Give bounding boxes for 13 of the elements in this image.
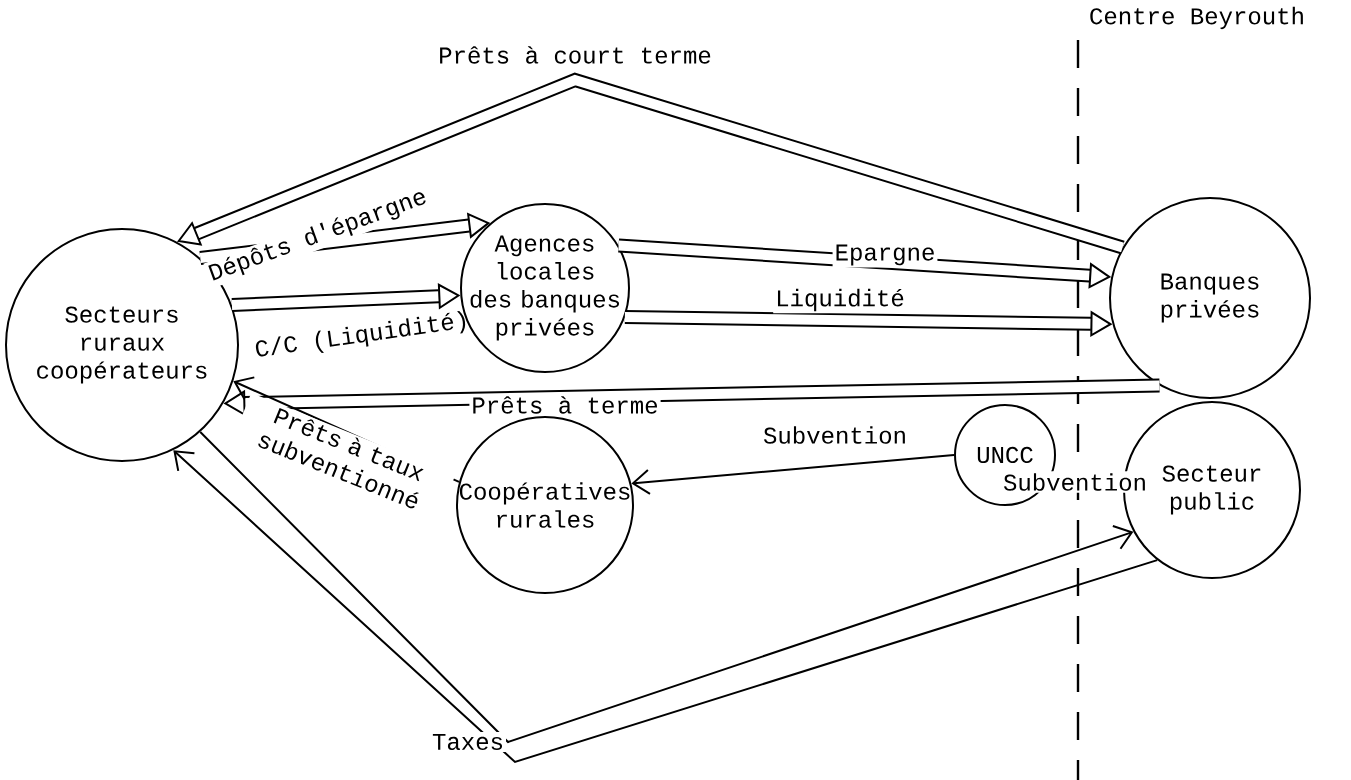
arrow: [173, 450, 1159, 764]
edge-label: Prêts à court terme: [440, 46, 711, 64]
arrow: [199, 430, 1134, 744]
edge-label: Taxes: [430, 732, 506, 752]
edge-label: Epargne: [832, 242, 938, 268]
text-label: Centre Beyrouth: [1090, 6, 1303, 30]
edge-label: Liquidité: [773, 286, 907, 314]
edge-label: Prêts à terme: [469, 394, 661, 416]
circle-node: Banques privées: [1109, 197, 1311, 399]
arrow: [631, 454, 955, 495]
circle-node: Coopératives rurales: [456, 416, 634, 594]
text-label: Subvention: [1001, 471, 1149, 493]
edge-label: Subvention: [763, 426, 905, 444]
